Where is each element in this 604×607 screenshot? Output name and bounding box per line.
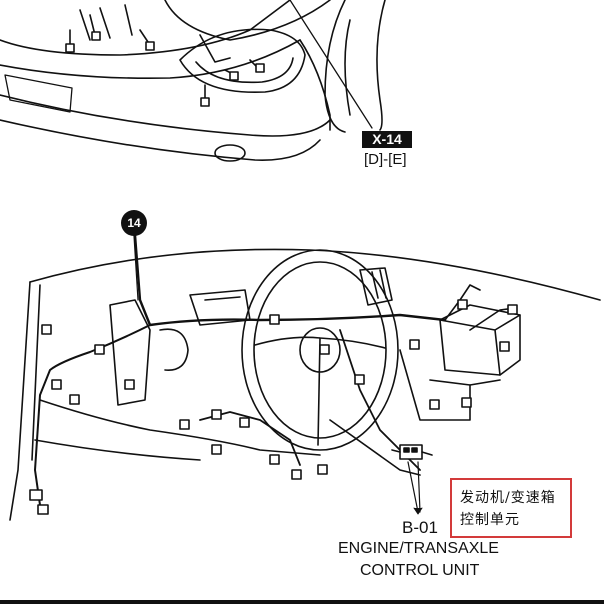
callout-number: 14 (121, 210, 147, 236)
component-name-line1: ENGINE/TRANSAXLE (338, 540, 499, 557)
component-code: B-01 (402, 518, 438, 537)
reference-badge: X-14 (362, 131, 412, 148)
annotation-line1: 发动机/变速箱 (460, 490, 556, 506)
instrument-panel-drawing (9, 233, 601, 521)
chinese-annotation-box: 发动机/变速箱 控制单元 (450, 478, 572, 538)
car-front-drawing (0, 0, 386, 162)
reference-subtitle: [D]-[E] (364, 151, 407, 168)
component-name-line2: CONTROL UNIT (360, 562, 480, 579)
annotation-line2: 控制单元 (460, 512, 520, 528)
bottom-rule (0, 600, 604, 604)
